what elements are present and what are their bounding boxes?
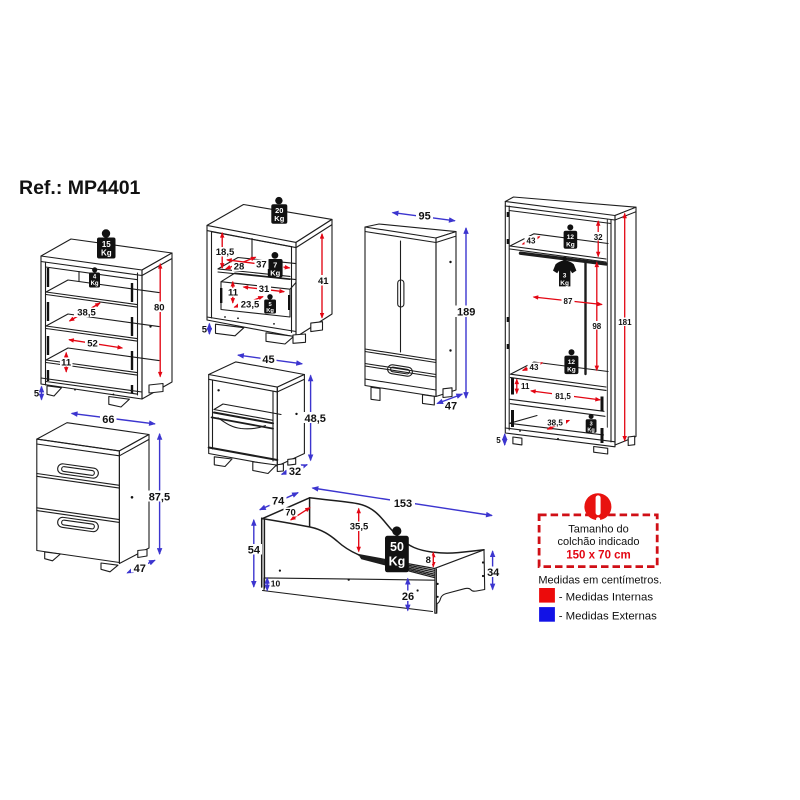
svg-text:28: 28 xyxy=(234,262,245,273)
svg-text:48,5: 48,5 xyxy=(304,413,325,425)
svg-text:35,5: 35,5 xyxy=(350,522,369,533)
svg-text:181: 181 xyxy=(618,318,632,327)
svg-text:52: 52 xyxy=(87,339,98,350)
svg-text:23,5: 23,5 xyxy=(241,300,260,311)
svg-text:32: 32 xyxy=(594,233,603,242)
svg-text:47: 47 xyxy=(134,563,146,575)
svg-text:5: 5 xyxy=(202,325,208,336)
svg-text:10: 10 xyxy=(271,578,281,588)
svg-text:Kg: Kg xyxy=(266,308,274,314)
svg-text:Kg: Kg xyxy=(91,281,99,287)
svg-text:95: 95 xyxy=(418,211,430,223)
svg-text:74: 74 xyxy=(272,496,285,508)
svg-text:37: 37 xyxy=(256,259,267,270)
svg-text:80: 80 xyxy=(154,303,165,314)
svg-text:11: 11 xyxy=(61,357,72,368)
svg-text:Medidas em centímetros.: Medidas em centímetros. xyxy=(538,575,662,587)
svg-text:- Medidas Externas: - Medidas Externas xyxy=(559,611,657,623)
svg-text:colchão indicado: colchão indicado xyxy=(558,536,640,548)
svg-text:20: 20 xyxy=(275,206,283,215)
svg-text:3: 3 xyxy=(563,273,567,280)
svg-text:- Medidas Internas: - Medidas Internas xyxy=(559,592,654,604)
svg-text:38,5: 38,5 xyxy=(547,419,563,428)
svg-text:5: 5 xyxy=(268,302,272,308)
svg-text:5: 5 xyxy=(34,389,40,400)
svg-text:Kg: Kg xyxy=(274,214,284,223)
svg-text:26: 26 xyxy=(402,591,414,603)
svg-text:38,5: 38,5 xyxy=(77,308,96,319)
svg-text:150 x 70 cm: 150 x 70 cm xyxy=(566,550,631,562)
svg-text:Tamanho do: Tamanho do xyxy=(568,524,629,536)
svg-text:Kg: Kg xyxy=(566,242,575,249)
svg-text:34: 34 xyxy=(487,567,500,579)
svg-text:3: 3 xyxy=(590,422,593,428)
svg-text:70: 70 xyxy=(285,507,296,518)
svg-text:12: 12 xyxy=(568,359,576,366)
svg-text:5: 5 xyxy=(496,436,501,445)
svg-text:32: 32 xyxy=(289,466,301,478)
svg-text:43: 43 xyxy=(530,363,539,372)
svg-text:54: 54 xyxy=(248,545,261,557)
svg-text:Kg: Kg xyxy=(560,280,569,287)
svg-text:50: 50 xyxy=(390,540,404,554)
svg-text:Kg: Kg xyxy=(101,249,112,258)
svg-text:41: 41 xyxy=(318,276,329,287)
svg-text:43: 43 xyxy=(527,236,536,245)
svg-text:189: 189 xyxy=(457,307,475,319)
svg-text:15: 15 xyxy=(102,240,111,249)
svg-text:47: 47 xyxy=(445,401,457,413)
svg-text:153: 153 xyxy=(394,498,412,510)
svg-text:11: 11 xyxy=(228,288,239,299)
svg-text:7: 7 xyxy=(273,261,277,270)
svg-text:87: 87 xyxy=(564,297,573,306)
svg-text:4: 4 xyxy=(93,274,97,280)
svg-text:45: 45 xyxy=(262,354,274,366)
svg-text:Kg: Kg xyxy=(270,269,280,278)
svg-text:18,5: 18,5 xyxy=(216,247,235,258)
svg-text:87,5: 87,5 xyxy=(149,491,170,503)
svg-text:12: 12 xyxy=(567,234,575,241)
svg-text:Ref.: MP4401: Ref.: MP4401 xyxy=(19,177,141,199)
svg-text:8: 8 xyxy=(426,555,431,566)
svg-text:11: 11 xyxy=(521,382,530,391)
svg-text:98: 98 xyxy=(592,322,601,331)
svg-text:66: 66 xyxy=(102,414,114,426)
svg-text:Kg: Kg xyxy=(389,555,406,569)
svg-text:Kg: Kg xyxy=(587,428,594,434)
svg-text:31: 31 xyxy=(259,284,270,295)
svg-text:81,5: 81,5 xyxy=(555,392,571,401)
svg-text:Kg: Kg xyxy=(567,367,576,374)
